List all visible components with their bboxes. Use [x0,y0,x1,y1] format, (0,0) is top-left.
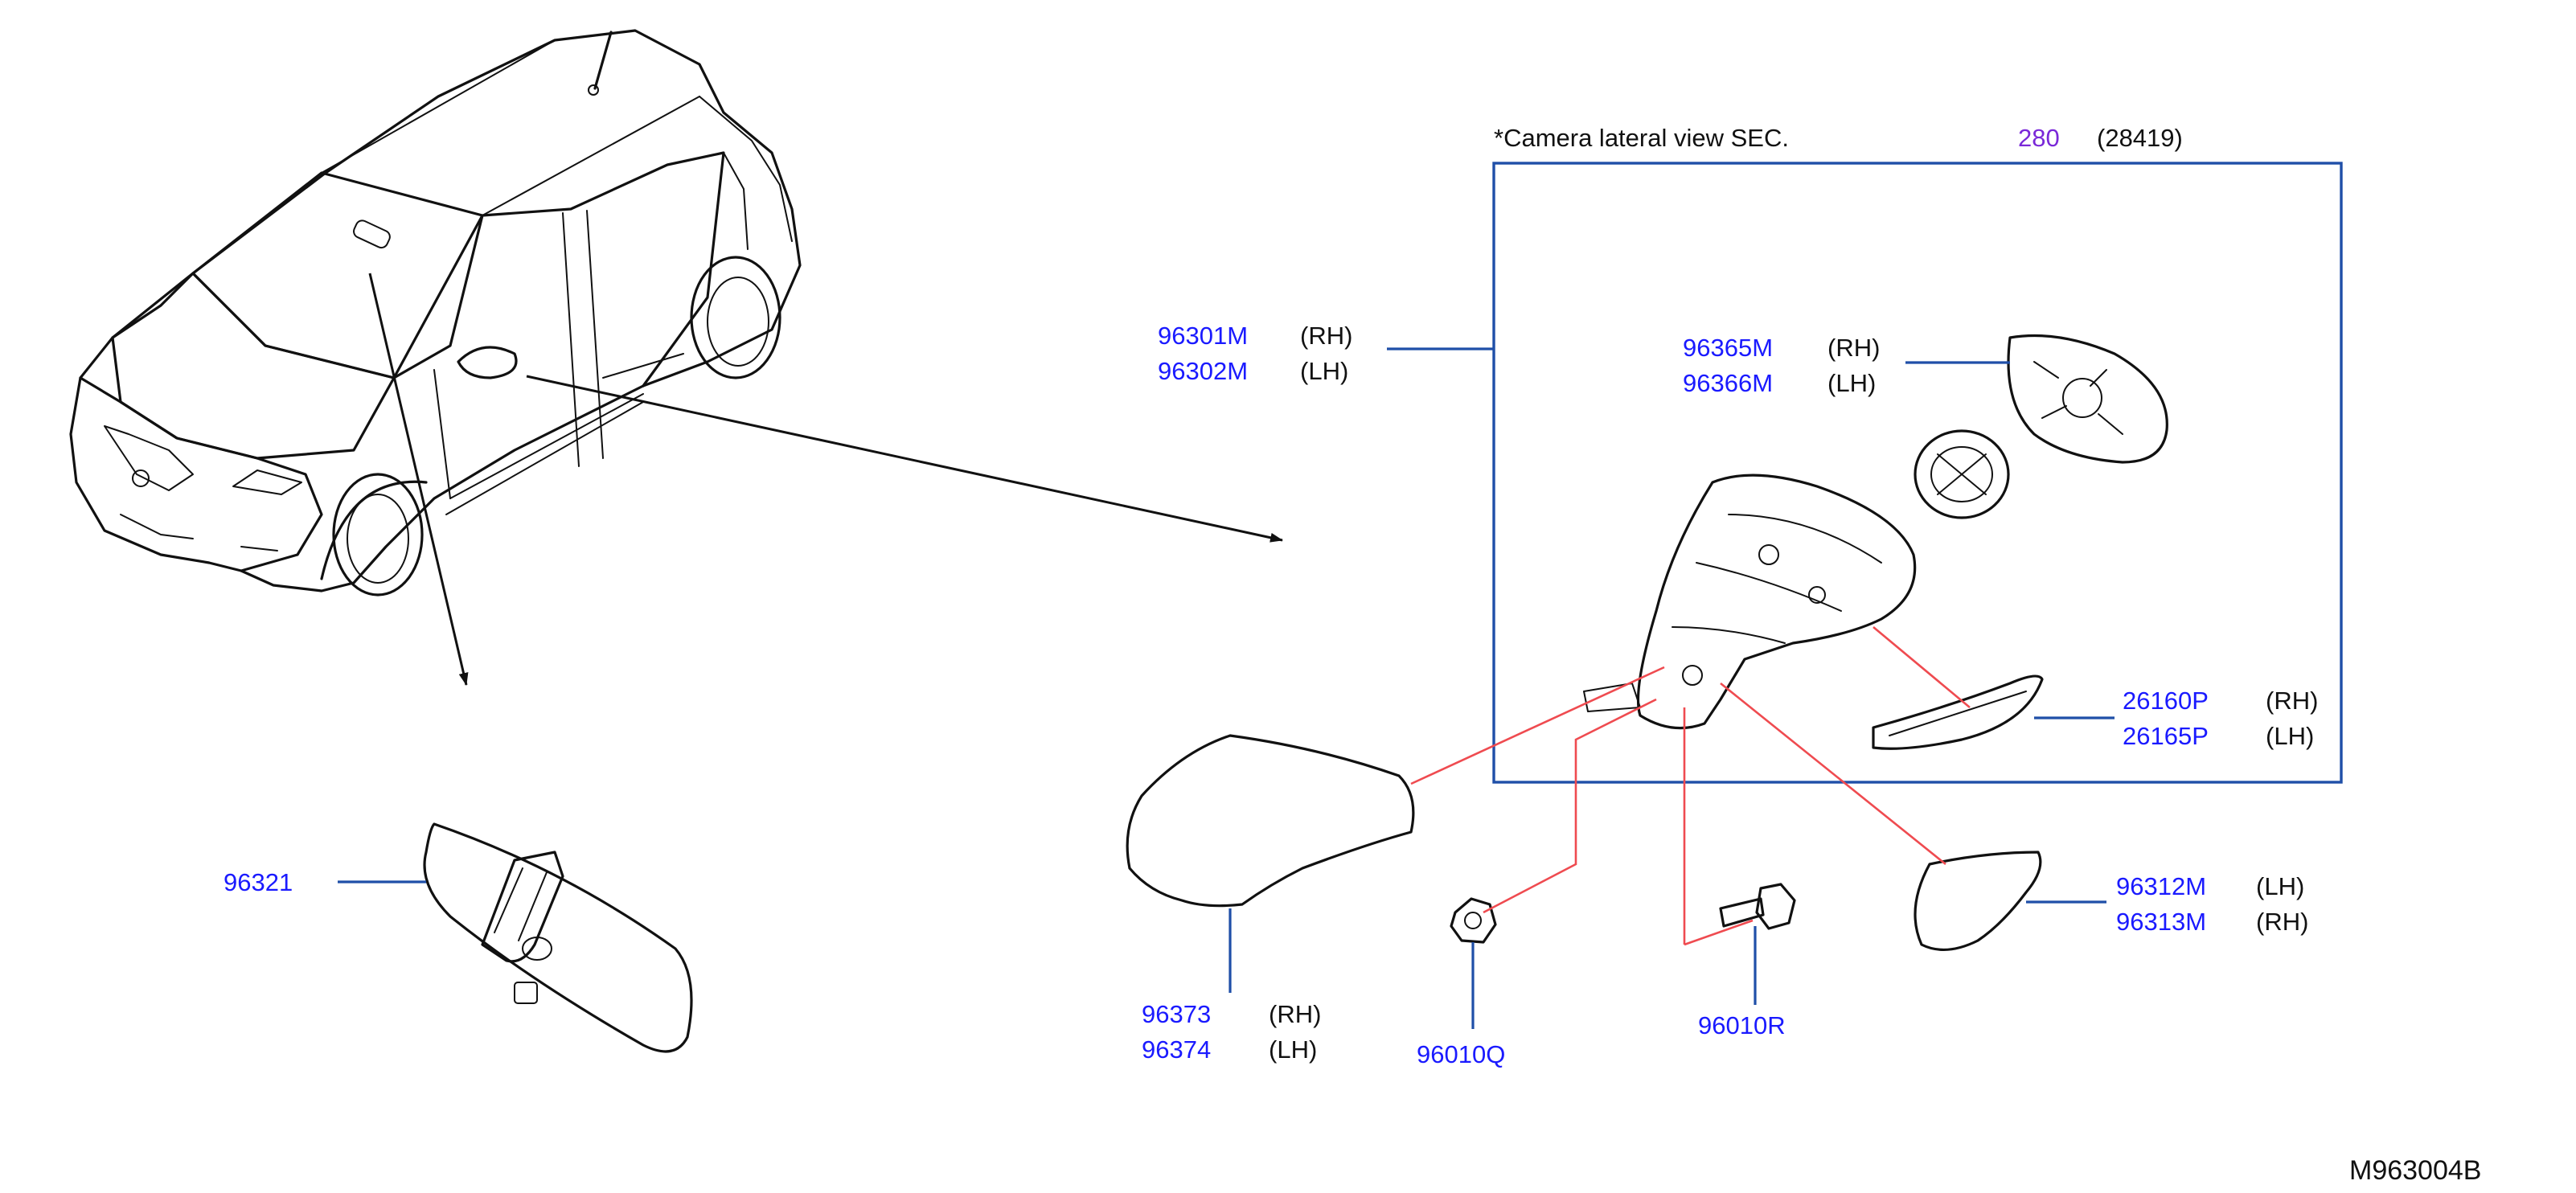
side-label: (RH) [2256,908,2308,936]
mirror-cover-illustration [1914,851,2042,952]
camera-view-note: *Camera lateral view SEC. [1494,124,1789,152]
bolt-illustration [1719,883,1796,930]
part-number-96365M[interactable]: 96365M [1683,334,1773,362]
section-ref: (28419) [2097,124,2183,152]
turn-lamp-illustration [1872,674,2044,750]
side-label: (LH) [2266,722,2314,750]
part-number-96010R[interactable]: 96010R [1698,1011,1786,1039]
mirror-cap-illustration [1126,734,1415,908]
door-mirror-housing-illustration [1583,474,1917,730]
side-label: (LH) [2256,872,2304,900]
mirror-actuator-illustration [1914,429,2010,519]
section-280-link[interactable]: 280 [2018,124,2060,152]
part-number-96312M[interactable]: 96312M [2116,872,2206,900]
part-number-96302M[interactable]: 96302M [1158,357,1248,385]
mirror-glass-illustration [2007,334,2168,464]
side-label: (LH) [1827,369,1876,397]
part-number-96321[interactable]: 96321 [224,868,293,896]
vehicle-illustration [69,29,802,596]
side-label: (RH) [1827,334,1880,362]
part-number-96301M[interactable]: 96301M [1158,322,1248,350]
side-label: (LH) [1300,357,1348,385]
inside-mirror-illustration [423,822,693,1053]
side-label: (RH) [2266,687,2318,715]
part-number-26160P[interactable]: 26160P [2123,687,2209,715]
part-number-96313M[interactable]: 96313M [2116,908,2206,936]
part-number-96010Q[interactable]: 96010Q [1417,1040,1505,1068]
diagram-code: M963004B [2349,1155,2481,1186]
camera-section-frame [1492,162,2343,784]
part-number-26165P[interactable]: 26165P [2123,722,2209,750]
nut-illustration [1450,897,1497,944]
part-number-96373[interactable]: 96373 [1142,1000,1211,1028]
side-label: (LH) [1269,1035,1317,1064]
part-number-96374[interactable]: 96374 [1142,1035,1211,1064]
part-number-96366M[interactable]: 96366M [1683,369,1773,397]
assembly-lines [1410,626,1971,946]
door-mirror-arrow [526,375,1283,543]
side-label: (RH) [1269,1000,1321,1028]
inside-mirror-arrow [368,273,469,686]
side-label: (RH) [1300,322,1352,350]
